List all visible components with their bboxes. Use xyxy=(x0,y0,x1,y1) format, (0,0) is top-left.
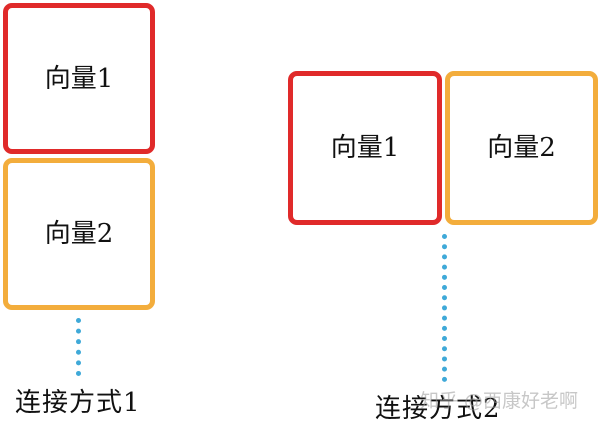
layout1-vector2-label: 向量2 xyxy=(44,219,114,249)
layout1-vector1-box: 向量1 xyxy=(3,3,155,154)
layout1-caption: 连接方式1 xyxy=(15,388,141,418)
layout1-vector1-label: 向量1 xyxy=(44,63,114,94)
layout1-connector-dots xyxy=(76,318,81,376)
layout2-connector-dots xyxy=(442,234,447,382)
layout2-vector1-box: 向量1 xyxy=(288,71,442,225)
layout2-vector1-label: 向量1 xyxy=(330,133,400,163)
layout2-vector2-label: 向量2 xyxy=(487,133,556,163)
layout2-vector2-box: 向量2 xyxy=(445,71,598,225)
layout2-caption: 连接方式2 xyxy=(375,394,501,424)
watermark-text: 知乎 @西康好老啊 xyxy=(420,390,579,412)
layout1-vector2-box: 向量2 xyxy=(3,158,155,310)
